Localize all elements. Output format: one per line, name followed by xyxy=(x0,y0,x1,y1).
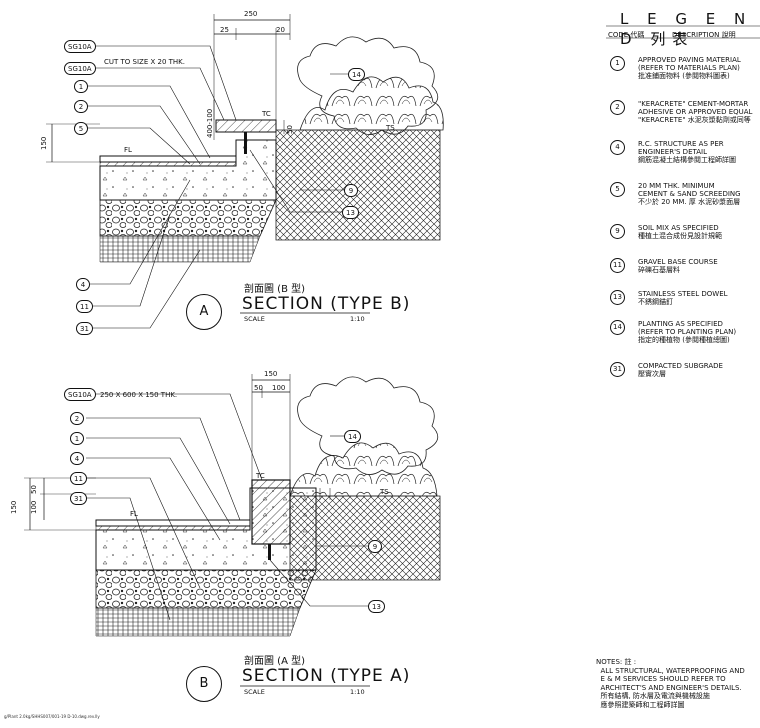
legend-desc: COMPACTED SUBGRADE 壓實次層 xyxy=(638,362,723,378)
bubble-a-9: 9 xyxy=(344,184,358,197)
dim-25-a: 25 xyxy=(220,26,229,34)
legend-code: 11 xyxy=(610,258,625,273)
ts-label-b: TS xyxy=(380,488,389,496)
bubble-a-1: 1 xyxy=(74,80,88,93)
bubble-b-11: 11 xyxy=(70,472,87,485)
legend-col-code: CODE 代碼 xyxy=(608,31,645,39)
legend-item: 13 STAINLESS STEEL DOWEL 不銹鋼錨釘 xyxy=(610,290,760,320)
legend-item: 9 SOIL MIX AS SPECIFIED 種植土混合成份見設計規範 xyxy=(610,224,760,254)
legend-code: 5 xyxy=(610,182,625,197)
shrubs-b xyxy=(289,442,438,497)
bubble-a-14: 14 xyxy=(348,68,365,81)
legend-desc: R.C. STRUCTURE AS PER ENGINEER'S DETAIL … xyxy=(638,140,736,164)
dim-100b-b: 100 xyxy=(30,500,38,514)
file-path-footer: g/Plant 2.0kg/SHHS007/001-19 D-10.dwg.re… xyxy=(4,714,100,719)
tc-label-a: TC xyxy=(262,110,271,118)
legend-item: 14 PLANTING AS SPECIFIED (REFER TO PLANT… xyxy=(610,320,760,350)
legend-desc: APPROVED PAVING MATERIAL (REFER TO MATER… xyxy=(638,56,741,80)
legend-desc: STAINLESS STEEL DOWEL 不銹鋼錨釘 xyxy=(638,290,728,306)
callout-sg10a-a1: SG10A xyxy=(64,40,96,53)
legend-title: L E G E N D 列表 xyxy=(620,10,753,48)
dim-150-a: 150 xyxy=(40,136,48,150)
legend-col-desc: DESCRIPTION 說明 xyxy=(672,31,736,39)
legend-code: 13 xyxy=(610,290,625,305)
soil-mix-a xyxy=(275,129,441,241)
legend-code: 2 xyxy=(610,100,625,115)
shrubs-a xyxy=(299,76,444,131)
legend-code: 4 xyxy=(610,140,625,155)
fl-label-b: FL xyxy=(130,510,138,518)
legend-code: 9 xyxy=(610,224,625,239)
gravel-b xyxy=(95,569,317,609)
callout-sg10a-b-text: 250 X 600 X 150 THK. xyxy=(100,391,178,399)
section-a-zh: 剖面圖 (B 型) xyxy=(244,284,306,295)
section-a-drawing xyxy=(46,14,444,329)
callout-sg10a-a2-text: CUT TO SIZE X 20 THK. xyxy=(104,58,185,66)
bubble-a-5: 5 xyxy=(74,122,88,135)
bubble-b-14: 14 xyxy=(344,430,361,443)
subgrade-b xyxy=(95,607,301,637)
section-b-scale-label: SCALE xyxy=(244,688,265,696)
dim-50-b: 50 xyxy=(254,384,263,392)
section-a-marker: A xyxy=(186,294,222,330)
legend-desc: 20 MM THK. MINIMUM CEMENT & SAND SCREEDI… xyxy=(638,182,741,206)
ts-label-a: TS xyxy=(386,124,395,132)
bubble-a-13: 13 xyxy=(342,206,359,219)
dim-100-b: 100 xyxy=(272,384,286,392)
screed-a xyxy=(99,161,237,167)
legend-item: 1 APPROVED PAVING MATERIAL (REFER TO MAT… xyxy=(610,56,760,86)
dim-50b-b: 50 xyxy=(30,485,38,494)
fl-label-a: FL xyxy=(124,146,132,154)
section-b-marker: B xyxy=(186,666,222,702)
bubble-b-13: 13 xyxy=(368,600,385,613)
legend-item: 4 R.C. STRUCTURE AS PER ENGINEER'S DETAI… xyxy=(610,140,760,170)
legend-item: 5 20 MM THK. MINIMUM CEMENT & SAND SCREE… xyxy=(610,182,760,212)
legend-desc: PLANTING AS SPECIFIED (REFER TO PLANTING… xyxy=(638,320,737,344)
legend-desc: "KERACRETE" CEMENT-MORTAR ADHESIVE OR AP… xyxy=(638,100,753,124)
dowel-b xyxy=(268,544,271,560)
dim-150-b: 150 xyxy=(10,500,18,514)
section-b-title: SECTION (TYPE A) xyxy=(242,666,411,686)
section-a-scale: 1:10 xyxy=(350,315,365,323)
section-a-scale-label: SCALE xyxy=(244,315,265,323)
section-b-zh: 剖面圖 (A 型) xyxy=(244,656,306,667)
paving-b xyxy=(95,519,251,527)
dim-20-a: 20 xyxy=(276,26,285,34)
legend-code: 31 xyxy=(610,362,625,377)
legend-code: 14 xyxy=(610,320,625,335)
callout-sg10a-a2: SG10A xyxy=(64,62,96,75)
bubble-a-2: 2 xyxy=(74,100,88,113)
callout-sg10a-b: SG10A xyxy=(64,388,96,401)
dim-top-a: 250 xyxy=(244,10,258,18)
dim-400-a: 400-100 xyxy=(206,108,214,138)
subgrade-a xyxy=(99,235,261,263)
dowel-a xyxy=(244,132,247,154)
legend-desc: GRAVEL BASE COURSE 碎礫石基層料 xyxy=(638,258,718,274)
section-b-scale: 1:10 xyxy=(350,688,365,696)
bubble-b-4: 4 xyxy=(70,452,84,465)
kerb-a xyxy=(215,119,277,133)
section-a-title: SECTION (TYPE B) xyxy=(242,294,411,314)
dim-top-b: 150 xyxy=(264,370,278,378)
bubble-b-31: 31 xyxy=(70,492,87,505)
bubble-a-11: 11 xyxy=(76,300,93,313)
legend-item: 11 GRAVEL BASE COURSE 碎礫石基層料 xyxy=(610,258,760,288)
legend-item: 31 COMPACTED SUBGRADE 壓實次層 xyxy=(610,362,760,392)
section-b-drawing xyxy=(24,374,441,687)
bubble-a-31: 31 xyxy=(76,322,93,335)
legend-desc: SOIL MIX AS SPECIFIED 種植土混合成份見設計規範 xyxy=(638,224,722,240)
bubble-b-1: 1 xyxy=(70,432,84,445)
bubble-a-4: 4 xyxy=(76,278,90,291)
bubble-b-9: 9 xyxy=(368,540,382,553)
tc-label-b: TC xyxy=(256,472,265,480)
kerb-block-b xyxy=(251,479,291,545)
legend-item: 2 "KERACRETE" CEMENT-MORTAR ADHESIVE OR … xyxy=(610,100,760,130)
dim-50-a: 50 xyxy=(286,125,294,134)
notes: NOTES: 註 : ALL STRUCTURAL, WATERPROOFING… xyxy=(596,658,745,709)
bubble-b-2: 2 xyxy=(70,412,84,425)
legend-code: 1 xyxy=(610,56,625,71)
paving-a xyxy=(99,155,237,163)
gravel-a xyxy=(99,199,277,237)
